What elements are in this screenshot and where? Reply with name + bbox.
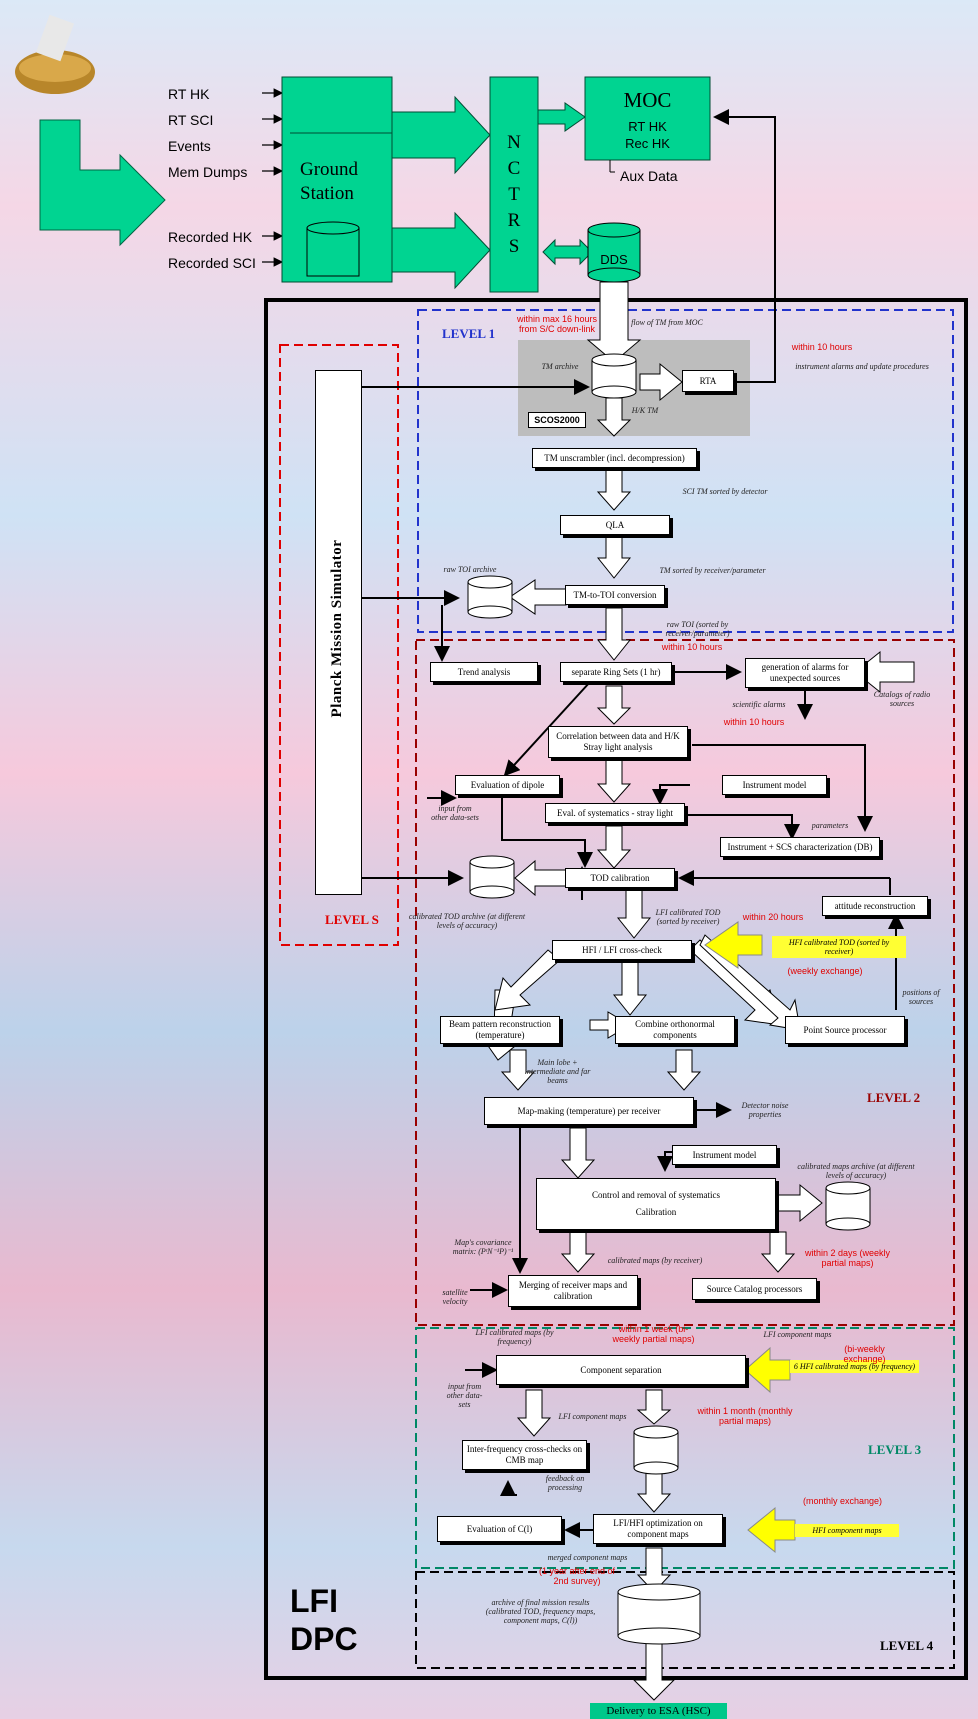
note-merged: merged component maps — [540, 1553, 635, 1562]
tm-to-toi-box: TM-to-TOI conversion — [565, 585, 665, 605]
note-flow-tm: flow of TM from MOC — [622, 318, 712, 327]
timing-2days: within 2 days (weekly partial maps) — [800, 1248, 895, 1268]
note-satellite-velocity: satellite velocity — [435, 1288, 475, 1306]
note-tm-archive: TM archive — [535, 362, 585, 371]
point-source-box: Point Source processor — [785, 1016, 905, 1044]
qla-box: QLA — [560, 515, 670, 535]
lfi-hfi-optimization-box: LFI/HFI optimization on component maps — [593, 1514, 723, 1544]
level2-label: LEVEL 2 — [867, 1090, 920, 1106]
downlink-arrow — [40, 120, 165, 245]
eval-systematics-box: Eval. of systematics - stray light — [545, 803, 685, 823]
hfi-lfi-crosscheck-box: HFI / LFI cross-check — [552, 940, 692, 960]
timing-1week: within 1 week (bi-weekly partial maps) — [606, 1324, 701, 1344]
scs-characterization-box: Instrument + SCS characterization (DB) — [720, 837, 880, 857]
map-making-box: Map-making (temperature) per receiver — [484, 1097, 694, 1125]
evaluation-cl-box: Evaluation of C(l) — [437, 1516, 562, 1542]
inter-frequency-box: Inter-frequency cross-checks on CMB map — [462, 1440, 587, 1470]
note-input-other: input from other data-sets — [430, 804, 480, 822]
note-sci-tm: SCI TM sorted by detector — [670, 487, 780, 496]
note-lfi-component-maps-1: LFI component maps — [760, 1330, 835, 1339]
note-raw-toi: raw TOI (sorted by receiver/parameter) — [640, 620, 755, 638]
note-feedback: feedback on processing — [540, 1474, 590, 1492]
source-catalog-box: Source Catalog processors — [692, 1278, 817, 1300]
dds-label: DDS — [588, 252, 640, 267]
tm-unscrambler-box: TM unscrambler (incl. decompression) — [532, 448, 697, 468]
ring-sets-box: separate Ring Sets (1 hr) — [560, 662, 672, 682]
ground-station-label: Ground Station — [300, 158, 375, 206]
note-cal-maps-archive: calibrated maps archive (at different le… — [796, 1162, 916, 1180]
note-hk-tm: H/K TM — [620, 406, 670, 415]
level3-label: LEVEL 3 — [868, 1442, 921, 1458]
input-recorded-sci: Recorded SCI — [168, 255, 256, 271]
note-parameters: parameters — [800, 821, 860, 830]
tod-calibration-box: TOD calibration — [565, 868, 675, 888]
timing-weekly: (weekly exchange) — [780, 966, 870, 976]
level1-label: LEVEL 1 — [442, 326, 495, 342]
scos2000-label: SCOS2000 — [528, 412, 586, 428]
note-lfi-cal-tod: LFI calibrated TOD (sorted by receiver) — [648, 908, 728, 926]
timing-max16: within max 16 hours from S/C down-link — [512, 314, 602, 334]
note-covariance: Map's covariance matrix: (PᵗN⁻¹P)⁻¹ — [448, 1238, 518, 1256]
planck-mission-simulator-label: Planck Mission Simulator — [329, 516, 346, 741]
note-lfi-cal-maps: LFI calibrated maps (by frequency) — [472, 1328, 557, 1346]
beam-pattern-box: Beam pattern reconstruction (temperature… — [440, 1016, 560, 1044]
timing-1month: within 1 month (monthly partial maps) — [690, 1406, 800, 1426]
attitude-reconstruction-box: attitude reconstruction — [822, 896, 928, 916]
satellite-icon — [15, 15, 95, 94]
note-detector-noise: Detector noise properties — [730, 1101, 800, 1119]
timing-10h-3: within 10 hours — [714, 717, 794, 727]
timing-biweekly: (bi-weekly exchange) — [822, 1344, 907, 1364]
timing-10h-2: within 10 hours — [652, 642, 732, 652]
alarms-generation-box: generation of alarms for unexpected sour… — [745, 658, 865, 688]
merging-maps-box: Merging of receiver maps and calibration — [508, 1275, 638, 1307]
note-positions: positions of sources — [896, 988, 946, 1006]
hfi-component-maps-label: HFI component maps — [795, 1524, 899, 1537]
note-archive-final: archive of final mission results (calibr… — [478, 1598, 603, 1625]
input-events: Events — [168, 138, 211, 154]
delivery-esa-box: Delivery to ESA (HSC) — [590, 1703, 727, 1719]
note-scientific-alarms: scientific alarms — [714, 700, 804, 709]
note-cal-tod-archive: calibrated TOD archive (at different lev… — [402, 912, 532, 930]
hfi-cal-tod-label: HFI calibrated TOD (sorted by receiver) — [772, 936, 906, 958]
component-separation-box: Component separation — [496, 1355, 746, 1385]
note-tm-sorted: TM sorted by receiver/parameter — [650, 566, 775, 575]
instrument-model-box-2: Instrument model — [672, 1145, 777, 1165]
timing-10h-1: within 10 hours — [782, 342, 862, 352]
aux-data: Aux Data — [620, 168, 678, 184]
input-mem-dumps: Mem Dumps — [168, 164, 247, 180]
moc-title: MOC — [585, 88, 710, 113]
note-input-other-2: input from other data-sets — [442, 1382, 487, 1409]
timing-20h: within 20 hours — [738, 912, 808, 922]
note-main-lobe: Main lobe + intermediate and far beams — [520, 1058, 595, 1085]
note-catalogs: Catalogs of radio sources — [872, 690, 932, 708]
instrument-model-box-1: Instrument model — [722, 775, 827, 795]
input-recorded-hk: Recorded HK — [168, 229, 252, 245]
rta-box: RTA — [682, 370, 734, 392]
combine-components-box: Combine orthonormal components — [615, 1016, 735, 1044]
trend-analysis-box: Trend analysis — [430, 662, 538, 682]
moc-rec-hk: Rec HK — [585, 136, 710, 151]
level4-label: LEVEL 4 — [880, 1638, 933, 1654]
note-alarms-procedures: instrument alarms and update procedures — [782, 362, 942, 371]
note-lfi-component-maps-2: LFI component maps — [550, 1412, 635, 1421]
timing-1year: (1 year after end of 2nd survey) — [537, 1566, 617, 1586]
note-calibrated-maps: calibrated maps (by receiver) — [600, 1256, 710, 1265]
timing-monthly: (monthly exchange) — [800, 1496, 885, 1506]
input-rt-hk: RT HK — [168, 86, 210, 102]
dipole-box: Evaluation of dipole — [455, 775, 560, 795]
levelS-label: LEVEL S — [325, 912, 379, 928]
correlation-box: Correlation between data and H/K Stray l… — [548, 726, 688, 758]
moc-rt-hk: RT HK — [585, 119, 710, 134]
note-raw-toi-archive: raw TOI archive — [435, 565, 505, 574]
input-rt-sci: RT SCI — [168, 112, 213, 128]
